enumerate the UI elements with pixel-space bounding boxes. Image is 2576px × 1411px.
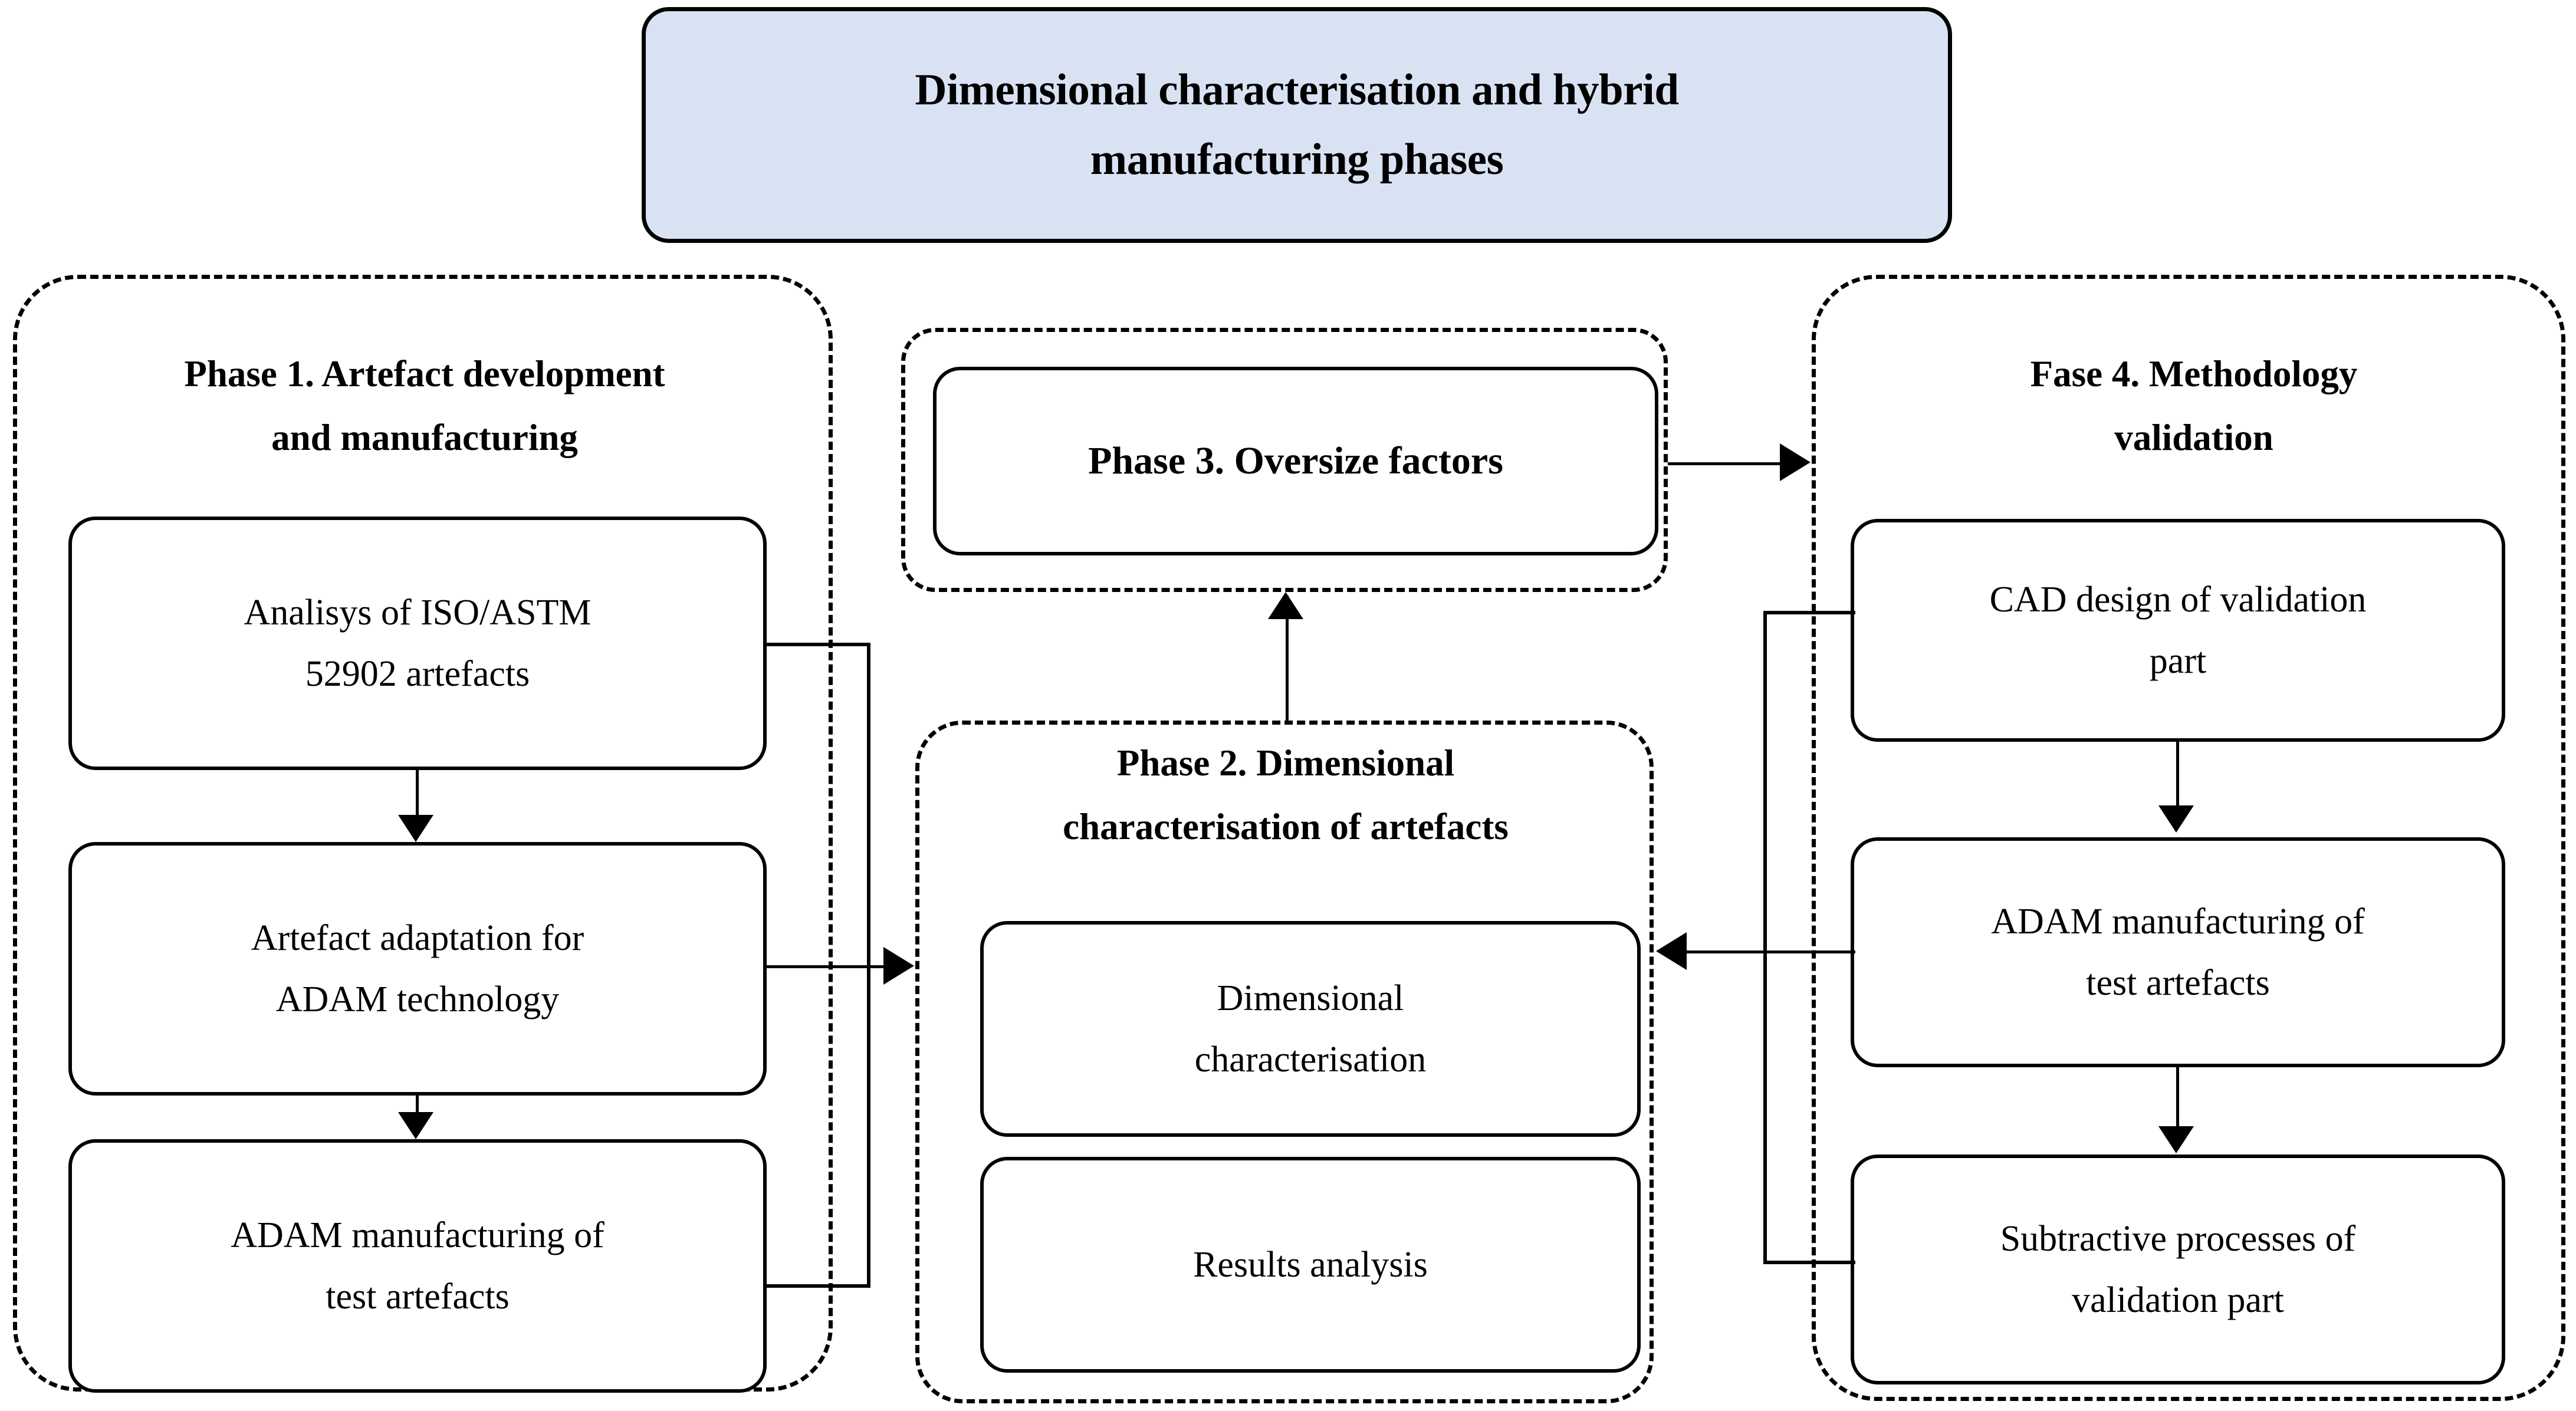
phase-3-box-oversize-factors[interactable]: Phase 3. Oversize factors bbox=[933, 367, 1658, 555]
phase-2-box-results-line-1: Results analysis bbox=[1193, 1244, 1428, 1285]
phase-3-box-label: Phase 3. Oversize factors bbox=[1088, 439, 1503, 482]
phase-4-container bbox=[1812, 275, 2565, 1401]
phase-1-box-manufacturing[interactable]: ADAM manufacturing of test artefacts bbox=[68, 1139, 767, 1393]
phase-1-box-analysis-line-1: Analisys of ISO/ASTM bbox=[244, 592, 592, 633]
phase-4-to-phase-2-arrowhead bbox=[1656, 932, 1687, 970]
phase-1-box-analysis[interactable]: Analisys of ISO/ASTM 52902 artefacts bbox=[68, 517, 767, 770]
phase-2-heading-line-1: Phase 2. Dimensional bbox=[1116, 742, 1455, 784]
phase-1-heading: Phase 1. Artefact development and manufa… bbox=[41, 342, 808, 470]
phase-1-heading-line-2: and manufacturing bbox=[271, 417, 578, 459]
phase-4-box-cad-line-2: part bbox=[2149, 641, 2207, 681]
phase-1-box-adaptation-line-2: ADAM technology bbox=[275, 979, 560, 1019]
phase-4-heading-line-1: Fase 4. Methodology bbox=[2030, 353, 2358, 394]
phase-2-box-dc-line-2: characterisation bbox=[1194, 1040, 1427, 1080]
phase-4-bus-tap-bottom bbox=[1763, 1261, 1855, 1264]
phase-2-box-dimensional-characterisation[interactable]: Dimensional characterisation bbox=[980, 921, 1641, 1137]
phase-1-connector-1-arrowhead bbox=[398, 815, 433, 842]
phase-1-box-adaptation[interactable]: Artefact adaptation for ADAM technology bbox=[68, 842, 767, 1096]
phase-2-heading-line-2: characterisation of artefacts bbox=[1063, 806, 1509, 848]
phase-2-to-phase-3-arrowhead bbox=[1268, 592, 1303, 619]
phase-2-box-dc-line-1: Dimensional bbox=[1217, 978, 1404, 1018]
phase-1-box-manufacturing-line-2: test artefacts bbox=[326, 1277, 510, 1317]
phase-4-box-cad-design[interactable]: CAD design of validation part bbox=[1851, 519, 2505, 742]
phase-4-to-phase-2-line bbox=[1687, 950, 1855, 953]
phase-4-box-cad-line-1: CAD design of validation bbox=[1989, 579, 2367, 620]
title-line-1: Dimensional characterisation and hybrid bbox=[915, 65, 1679, 114]
phase-1-heading-line-1: Phase 1. Artefact development bbox=[184, 353, 665, 394]
phase-4-heading: Fase 4. Methodology validation bbox=[1846, 342, 2542, 470]
phase-4-box-adam-line-1: ADAM manufacturing of bbox=[1991, 901, 2365, 942]
phase-4-box-sub-line-2: validation part bbox=[2072, 1280, 2284, 1320]
phase-3-container bbox=[901, 328, 1668, 592]
phase-2-to-phase-3-stem bbox=[1286, 596, 1289, 721]
phase-4-box-subtractive-processes[interactable]: Subtractive processes of validation part bbox=[1851, 1155, 2505, 1384]
phase-1-bus-tap-bottom bbox=[767, 1284, 870, 1288]
phase-2-heading: Phase 2. Dimensional characterisation of… bbox=[926, 731, 1645, 859]
phase-1-connector-1-stem bbox=[416, 770, 419, 815]
phase-2-container bbox=[915, 721, 1654, 1403]
phase-4-connector-1-stem bbox=[2176, 742, 2179, 805]
phase-3-to-phase-4-arrowhead bbox=[1780, 443, 1811, 481]
phase-1-box-manufacturing-line-1: ADAM manufacturing of bbox=[231, 1215, 604, 1255]
phase-4-connector-2-arrowhead bbox=[2158, 1126, 2194, 1153]
diagram-title-banner: Dimensional characterisation and hybrid … bbox=[642, 7, 1952, 243]
phase-1-to-phase-2-line bbox=[767, 965, 885, 968]
phase-1-connector-2-arrowhead bbox=[398, 1112, 433, 1139]
phase-4-box-sub-line-1: Subtractive processes of bbox=[2000, 1218, 2356, 1259]
phase-4-bus-vertical bbox=[1763, 611, 1767, 1264]
phase-1-to-phase-2-arrowhead bbox=[883, 947, 914, 985]
phase-4-connector-2-stem bbox=[2176, 1067, 2179, 1126]
phase-4-heading-line-2: validation bbox=[2114, 417, 2273, 459]
phase-1-connector-2-stem bbox=[416, 1096, 419, 1112]
title-line-2: manufacturing phases bbox=[1090, 135, 1504, 184]
phase-1-box-adaptation-line-1: Artefact adaptation for bbox=[251, 917, 584, 958]
phase-1-box-analysis-line-2: 52902 artefacts bbox=[305, 654, 530, 694]
phase-4-connector-1-arrowhead bbox=[2158, 805, 2194, 833]
phase-1-bus-tap-top bbox=[767, 643, 870, 646]
phase-4-box-adam-line-2: test artefacts bbox=[2086, 963, 2270, 1003]
phase-4-bus-tap-top bbox=[1763, 611, 1855, 614]
phase-4-box-adam-manufacturing[interactable]: ADAM manufacturing of test artefacts bbox=[1851, 837, 2505, 1067]
phase-3-to-phase-4-line bbox=[1668, 462, 1780, 465]
phase-2-box-results-analysis[interactable]: Results analysis bbox=[980, 1157, 1641, 1373]
